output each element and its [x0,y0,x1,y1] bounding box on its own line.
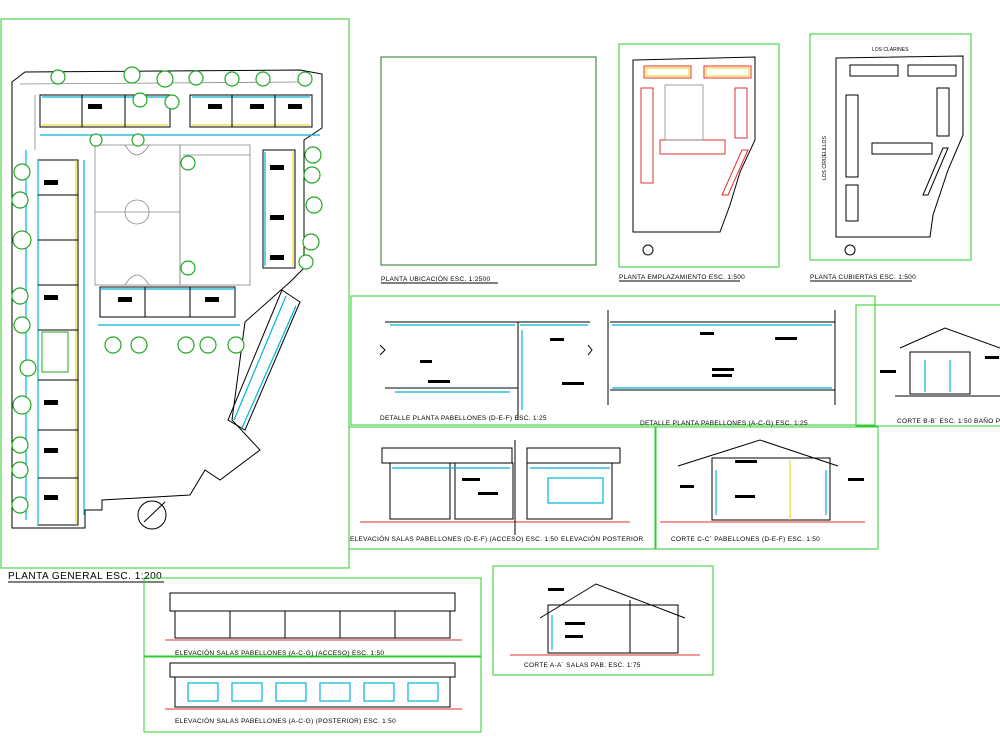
planta-emplazamiento-title: PLANTA EMPLAZAMIENTO ESC. 1:500 [619,274,745,281]
corte-bb-panel: CORTE B-B´ ESC. 1:50 BAÑO PA [855,304,1000,427]
elevacion-acg-posterior-frame [143,656,482,733]
elevacion-acg-posterior-title: ELEVACIÓN SALAS PABELLONES (A-C-G) (POST… [175,716,396,725]
top-pavilion [39,94,320,136]
detalle-plantas-panel: DETALLE PLANTA PABELLONES (D-E-F) ESC. 1… [350,295,876,427]
sports-court [94,144,251,286]
corte-bb-frame [855,304,1000,427]
detalle-def-title: DETALLE PLANTA PABELLONES (D-E-F) ESC. 1… [380,415,547,422]
elevacion-acg-acceso-title: ELEVACIÓN SALAS PABELLONES (A-C-G) (ACCE… [175,648,384,657]
elevacion-acg-acceso-frame [143,577,482,657]
planta-general-panel: PLANTA GENERAL ESC. 1:200 [0,18,350,583]
detalle-frame [350,295,876,426]
elevacion-posterior-title: ELEVACIÓN POSTERIOR [561,534,644,543]
site-boundary [11,69,323,529]
trees [11,66,323,514]
planta-cubiertas-panel: LOS CLARINES LOS CIRUELILLOS PLANTA CUBI… [809,33,972,282]
planta-general-frame [0,18,350,569]
elevacion-def-title: ELEVACIÓN SALAS PABELLONES (D-E-F) (ACCE… [350,534,558,543]
corte-aa-title: CORTE A-A´ SALAS PAB. ESC. 1:75 [524,662,641,669]
corte-cc-panel: CORTE C-C´ PABELLONES (D-E-F) ESC. 1:50 [655,426,879,550]
corte-aa-frame [492,565,714,676]
planta-emplazamiento-panel: PLANTA EMPLAZAMIENTO ESC. 1:500 [618,43,780,282]
corte-cc-frame [655,426,879,550]
cubiertas-frame [809,33,972,261]
diagonal-pavilion [227,289,301,431]
planta-cubiertas-title: PLANTA CUBIERTAS ESC. 1:500 [810,274,916,281]
north-arrow-icon [137,500,167,530]
corte-aa-panel: CORTE A-A´ SALAS PAB. ESC. 1:75 [492,565,714,676]
planta-general-title: PLANTA GENERAL ESC. 1:200 [8,571,162,582]
detalle-acg-title: DETALLE PLANTA PABELLONES (A-C-G) ESC. 1… [640,420,808,427]
left-pavilion [25,150,85,526]
planta-ubicacion-panel: PLANTA UBICACIÓN ESC. 1:2500 [380,56,597,284]
corte-bb-title: CORTE B-B´ ESC. 1:50 BAÑO PA [897,416,1000,425]
elevacion-def-panel: ELEVACIÓN SALAS PABELLONES (D-E-F) (ACCE… [348,426,656,550]
ubicacion-site-square [380,56,597,266]
corte-cc-title: CORTE C-C´ PABELLONES (D-E-F) ESC. 1:50 [671,536,820,543]
los-ciruelillos-label: LOS CIRUELILLOS [822,135,828,180]
emplazamiento-frame [618,43,780,268]
planta-ubicacion-title: PLANTA UBICACIÓN ESC. 1:2500 [381,274,491,283]
elevaciones-acg-panel: ELEVACIÓN SALAS PABELLONES (A-C-G) (ACCE… [143,577,482,733]
los-clarines-label: LOS CLARINES [872,47,909,53]
middle-pavilion [98,286,240,326]
right-pavilion [262,149,296,269]
elevacion-def-frame [348,426,656,550]
